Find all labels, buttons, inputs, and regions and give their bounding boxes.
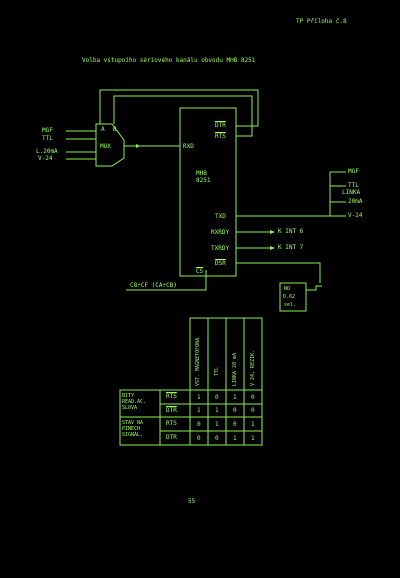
output-label: 20mA <box>348 198 363 205</box>
mux-label: MUX <box>100 143 111 150</box>
diagram-title: Volba vstupního sériového kanálu obvodu … <box>82 57 256 64</box>
col-header: TTL <box>214 366 220 376</box>
cell: 0 <box>197 421 201 428</box>
cell: 0 <box>251 394 255 401</box>
output-label: LINKA <box>342 189 361 196</box>
mhb8251-chip <box>179 107 237 277</box>
cell: 1 <box>233 394 237 401</box>
cell: 1 <box>215 421 219 428</box>
pin-txd: TXD <box>215 213 226 220</box>
col-header: V 24, REZIK. <box>250 349 256 386</box>
interrupt-label: K INT 6 <box>278 228 304 235</box>
d62-line2: D.62 <box>283 294 296 300</box>
row-signal: DTR <box>166 407 177 414</box>
cell: 1 <box>197 407 201 414</box>
pin-dtr: DTR <box>215 122 226 129</box>
cell: 0 <box>197 435 201 442</box>
pin-cs: CS <box>196 268 204 275</box>
input-label: MGF <box>42 127 53 134</box>
input-label: V-24 <box>38 155 53 162</box>
pin-rxrdy: RXRDY <box>211 229 230 236</box>
output-label: TTL <box>348 182 359 189</box>
input-label: TTL <box>42 135 53 142</box>
pin-dsr: DSR <box>215 260 226 267</box>
group-label: STAV NA PINECH SIGNÁL. <box>122 420 144 438</box>
cell: 0 <box>233 407 237 414</box>
output-label: MGF <box>348 168 359 175</box>
mux-block <box>95 123 125 167</box>
input-label: L.20mA <box>36 148 58 155</box>
pin-rts: RTS <box>215 133 226 140</box>
cell: 0 <box>251 407 255 414</box>
pin-txrdy: TXRDY <box>211 245 230 252</box>
col-header: VST. MAGNETOFONA <box>195 337 201 386</box>
mux-pin-a: A <box>101 126 105 133</box>
group-label: BITY READ.AC. SLOVA <box>122 393 147 411</box>
output-label: V-24 <box>348 212 363 219</box>
row-signal: DTR <box>166 434 177 441</box>
col-header: LINKA 20 mA <box>232 352 238 386</box>
chip-name: MHB 8251 <box>196 170 211 184</box>
cell: 1 <box>215 407 219 414</box>
row-signal: RTS <box>166 420 177 427</box>
cell: 0 <box>215 394 219 401</box>
page-number: 55 <box>188 498 196 505</box>
d62-line1: NO <box>284 286 291 292</box>
row-signal: RTS <box>166 393 177 400</box>
d62-line3: sel. <box>284 302 297 308</box>
cell: 1 <box>251 421 255 428</box>
cell: 1 <box>197 394 201 401</box>
pin-rxd: RXD <box>183 143 194 150</box>
interrupt-label: K INT 7 <box>278 244 304 251</box>
cell: 1 <box>233 435 237 442</box>
cell: 0 <box>215 435 219 442</box>
d62-box <box>279 282 307 312</box>
page-ref: TP Příloha č.8 <box>296 18 347 25</box>
cell: 1 <box>251 435 255 442</box>
mux-pin-b: B <box>113 126 117 133</box>
cell: 0 <box>233 421 237 428</box>
cs-address-label: C8÷CF (CA÷CB) <box>130 282 177 289</box>
